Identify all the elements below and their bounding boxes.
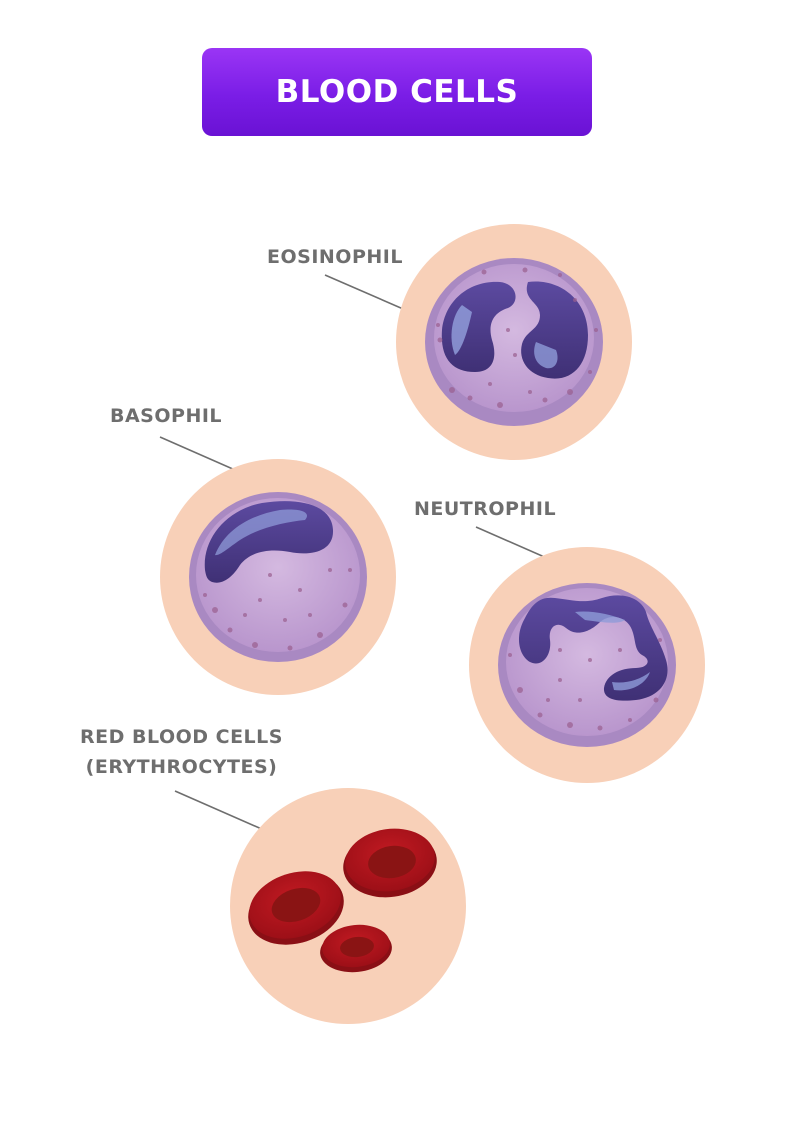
- neutrophil-label: NEUTROPHIL: [414, 498, 557, 520]
- page-title: BLOOD CELLS: [275, 74, 519, 110]
- basophil-cell: [160, 459, 396, 695]
- eosinophil-nucleus-right-highlight: [534, 342, 558, 369]
- eosinophil-nucleus-left: [441, 281, 516, 372]
- neutrophil-nucleus: [518, 595, 668, 701]
- rbc-cell-3: [320, 924, 392, 973]
- eosinophil-nucleus-left-highlight: [451, 305, 472, 355]
- eosinophil-label: EOSINOPHIL: [267, 246, 403, 268]
- neutrophil-nucleus-highlight: [575, 611, 625, 623]
- eosinophil-cell: [396, 224, 632, 460]
- neutrophil-nucleus-highlight-2: [612, 672, 650, 691]
- basophil-nucleus-highlight: [215, 509, 308, 556]
- rbc-label-line1: RED BLOOD CELLS: [80, 726, 283, 748]
- red-blood-cells: [230, 788, 466, 1024]
- basophil-nucleus: [204, 501, 334, 583]
- rbc-label-line2: (ERYTHROCYTES): [85, 756, 278, 778]
- rbc-cell-1: [343, 828, 437, 898]
- red-blood-cells-label: RED BLOOD CELLS (ERYTHROCYTES): [80, 722, 283, 782]
- basophil-label: BASOPHIL: [110, 405, 223, 427]
- rbc-cell-2: [248, 871, 344, 945]
- neutrophil-cell: [469, 547, 705, 783]
- title-banner: BLOOD CELLS: [202, 48, 592, 136]
